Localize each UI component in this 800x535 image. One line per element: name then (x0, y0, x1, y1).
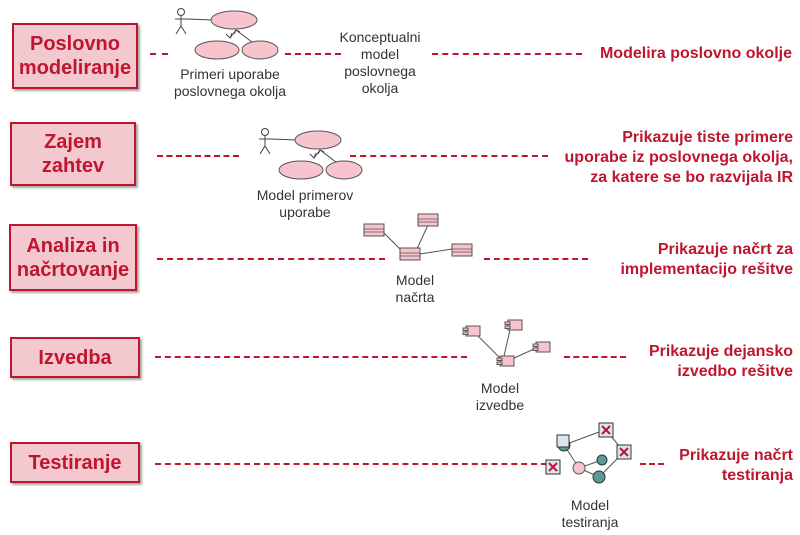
connector-line (640, 463, 664, 465)
phase-box-implementation: Izvedba (10, 337, 140, 378)
model-label: Model primerov uporabe (256, 187, 354, 220)
class-diagram-icon (363, 213, 473, 261)
test-model-icon (545, 422, 632, 484)
connector-line (484, 258, 588, 260)
component-diagram-icon (462, 319, 551, 367)
phase-label: Izvedba (38, 346, 112, 369)
phase-label: Zajem zahtev (41, 131, 105, 177)
connector-line (432, 53, 582, 55)
model-label: Model izvedbe (475, 380, 525, 413)
model-label: Konceptualni model poslovnega okolja (339, 29, 421, 96)
phase-box-business-modeling: Poslovno modeliranje (12, 23, 138, 89)
phase-description: Prikazuje načrt za implementacijo rešitv… (620, 241, 793, 278)
connector-line (157, 258, 385, 260)
phase-label: Poslovno modeliranje (18, 33, 132, 79)
phase-label: Analiza in načrtovanje (16, 234, 130, 281)
connector-line (155, 356, 467, 358)
model-label: Primeri uporabe poslovnega okolja (173, 66, 287, 99)
connector-line (150, 53, 168, 55)
phase-description: Prikazuje tiste primere uporabe iz poslo… (564, 129, 793, 186)
phase-box-analysis-design: Analiza in načrtovanje (9, 224, 137, 291)
phase-box-testing: Testiranje (10, 442, 140, 483)
use-case-diagram-icon (175, 8, 279, 60)
phase-description: Prikazuje načrt testiranja (679, 447, 793, 484)
connector-line (564, 356, 626, 358)
connector-line (350, 155, 548, 157)
model-label: Model testiranja (561, 497, 619, 530)
use-case-diagram-icon (259, 128, 363, 180)
connector-line (285, 53, 341, 55)
phase-label: Testiranje (28, 451, 122, 474)
phase-box-requirements: Zajem zahtev (10, 122, 136, 186)
phase-description: Prikazuje dejansko izvedbo rešitve (648, 343, 793, 380)
model-label: Model načrta (395, 272, 435, 305)
phase-description: Modelira poslovno okolje (599, 45, 792, 62)
connector-line (155, 463, 547, 465)
connector-line (157, 155, 239, 157)
